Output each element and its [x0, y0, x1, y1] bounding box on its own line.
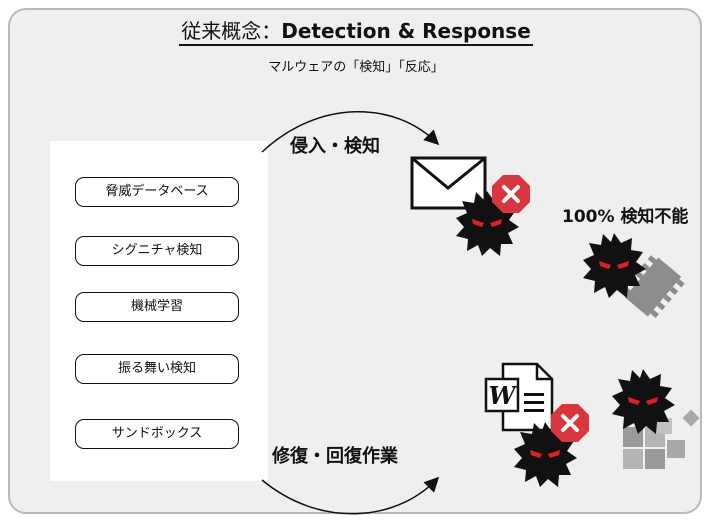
flow-bottom-label: 修復・回復作業 [272, 446, 398, 467]
blocked-x-icon [492, 175, 530, 213]
arrow-icon [261, 111, 440, 153]
word-document-icon: W [484, 362, 554, 432]
title-prefix: 従来概念： [181, 19, 282, 43]
flow-top-label: 侵入・検知 [290, 136, 380, 157]
envelope-icon [410, 156, 487, 210]
cubes-icon [623, 409, 700, 469]
page-subtitle: マルウェアの「検知」「反応」 [268, 60, 444, 75]
method-signature-detection: シグニチャ検知 [75, 236, 239, 266]
svg-text:W: W [489, 381, 518, 410]
arrow-icon [261, 476, 440, 515]
method-threat-database: 脅威データベース [75, 177, 239, 207]
method-machine-learning: 機械学習 [75, 292, 239, 322]
methods-panel: 脅威データベース シグニチャ検知 機械学習 振る舞い検知 サンドボックス [50, 141, 268, 481]
blocked-x-icon [551, 404, 589, 442]
method-sandbox: サンドボックス [75, 419, 239, 449]
page-title: 従来概念：Detection & Response [0, 18, 712, 46]
title-bold: Detection & Response [281, 19, 531, 43]
status-label: 100% 検知不能 [562, 207, 689, 227]
method-behavior-detection: 振る舞い検知 [75, 354, 239, 384]
